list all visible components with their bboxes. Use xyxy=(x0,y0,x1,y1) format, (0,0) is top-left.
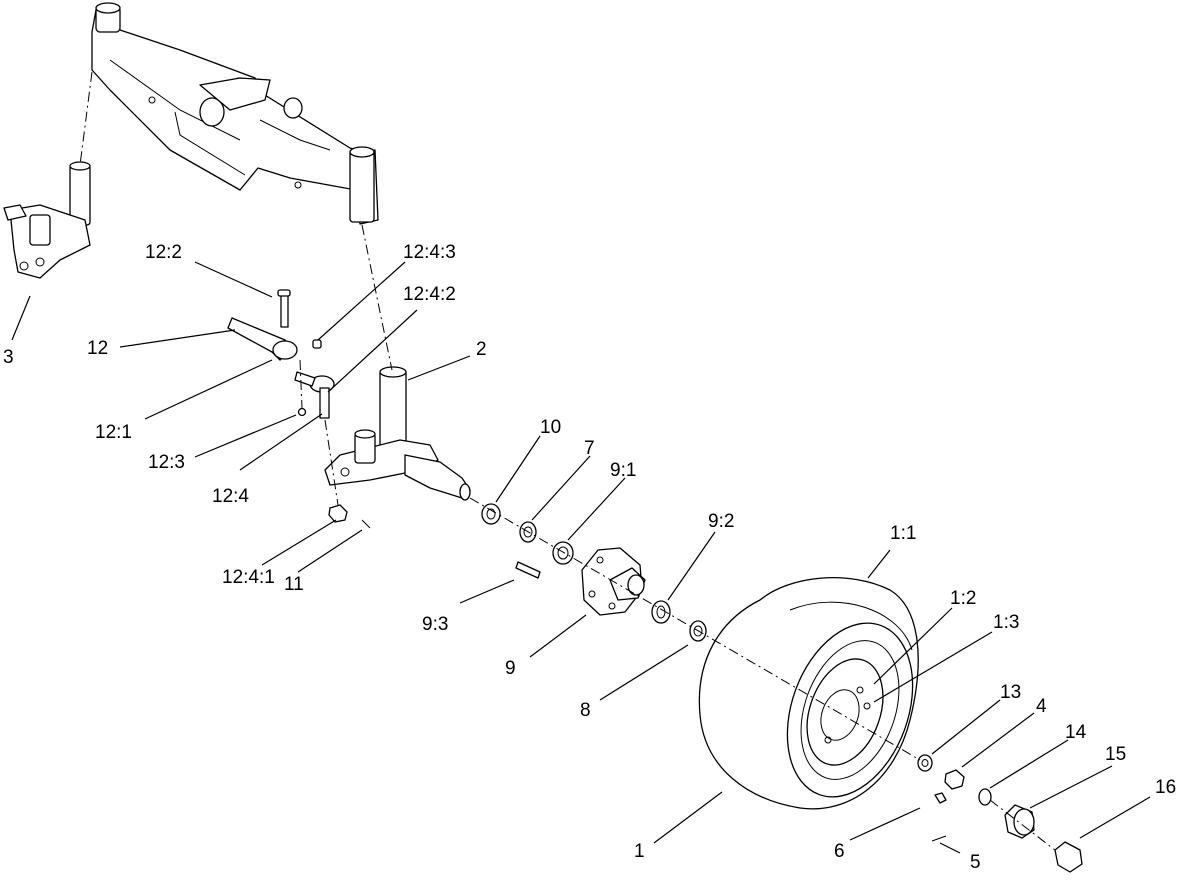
hub-assembly xyxy=(481,503,707,642)
callout-13: 13 xyxy=(1000,682,1021,703)
callout-9-2: 9:2 xyxy=(708,511,734,532)
callout-12-4-1: 12:4:1 xyxy=(222,567,275,588)
callout-9-3: 9:3 xyxy=(422,614,448,635)
callout-12-2: 12:2 xyxy=(145,242,182,263)
callout-14: 14 xyxy=(1065,722,1087,743)
callout-12-3: 12:3 xyxy=(148,452,185,473)
left-spindle xyxy=(3,161,91,279)
callout-16: 16 xyxy=(1155,777,1176,798)
callout-1-3: 1:3 xyxy=(993,612,1019,633)
callout-12-4: 12:4 xyxy=(212,486,249,507)
callout-1: 1 xyxy=(634,841,645,862)
callout-4: 4 xyxy=(1036,696,1047,717)
leader-lines xyxy=(11,261,1151,854)
callout-labels: 12:2 12:4:3 12:4:2 12 3 2 12:1 12:3 12:4… xyxy=(3,242,1176,873)
callout-11: 11 xyxy=(284,574,304,595)
callout-7: 7 xyxy=(584,438,595,459)
callout-9: 9 xyxy=(505,658,516,679)
callout-1-1: 1:1 xyxy=(890,523,916,544)
front-axle-frame xyxy=(91,2,379,225)
callout-5: 5 xyxy=(970,852,981,873)
callout-1-2: 1:2 xyxy=(950,588,976,609)
callout-8: 8 xyxy=(580,700,591,721)
callout-12-4-3: 12:4:3 xyxy=(403,242,456,263)
assembly-lines xyxy=(79,71,1056,851)
wheel-and-tire xyxy=(698,577,919,810)
tie-rod-assembly xyxy=(227,289,371,529)
callout-10: 10 xyxy=(540,417,561,438)
axle-end-parts xyxy=(917,754,1083,873)
callout-3: 3 xyxy=(3,347,14,368)
callout-12-1: 12:1 xyxy=(95,422,132,443)
callout-12: 12 xyxy=(87,338,108,359)
callout-6: 6 xyxy=(834,841,845,862)
right-spindle xyxy=(324,366,471,501)
callout-12-4-2: 12:4:2 xyxy=(403,284,456,305)
callout-2: 2 xyxy=(476,339,487,360)
callout-9-1: 9:1 xyxy=(610,460,636,481)
callout-15: 15 xyxy=(1105,744,1126,765)
